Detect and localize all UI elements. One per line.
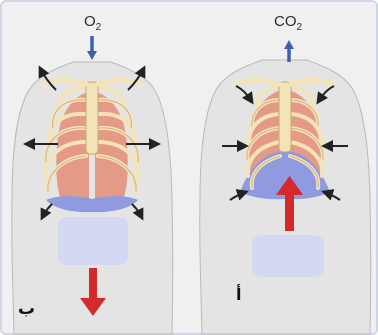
panel-a-caption: أ (236, 284, 241, 304)
panel-b-caption: ب (18, 299, 35, 319)
sternum (86, 82, 98, 154)
abdomen-region (252, 235, 324, 277)
diaphragm-up-arrow (285, 193, 294, 231)
sternum (279, 82, 291, 152)
abdomen-region (58, 217, 128, 265)
diaphragm-down-arrow (89, 268, 97, 298)
